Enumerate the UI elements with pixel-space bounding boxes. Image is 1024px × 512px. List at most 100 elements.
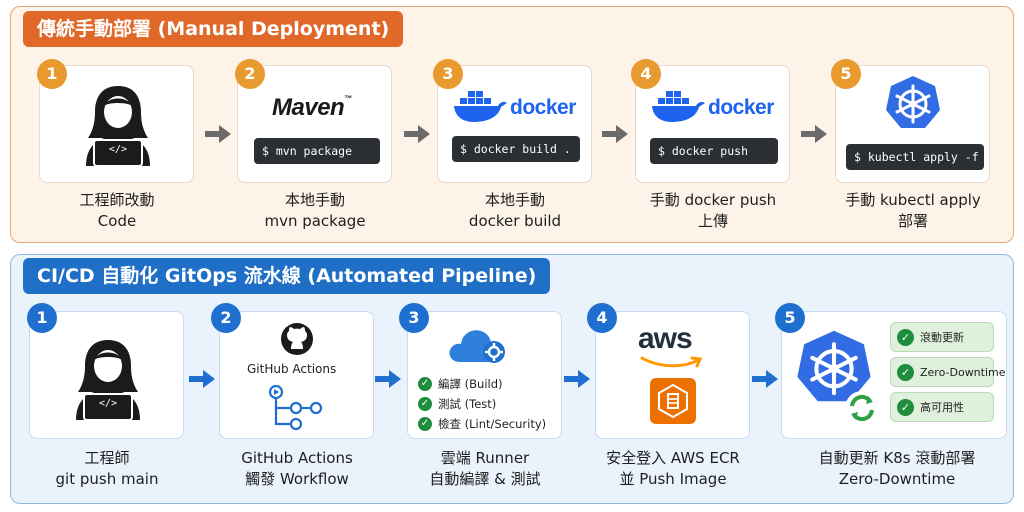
check-label: 測試 (Test) [438,397,497,411]
step-number: 5 [831,59,861,89]
arrow-right-icon [602,125,628,143]
code-glyph: </> [108,144,128,155]
badge-rolling-update: ✓ 滾動更新 [890,322,994,352]
caption-line: Code [97,212,137,230]
ecr-icon [650,378,696,424]
caption-line: 手動 docker push [649,191,777,209]
caption-line: 本地手動 [484,191,545,209]
aws-logo-text: aws [638,322,693,355]
step-number: 5 [775,303,805,333]
caption-line: git push main [55,470,159,488]
github-actions-label: GitHub Actions [247,362,337,376]
caption-line: docker build [468,212,562,230]
arrow-right-icon [205,125,231,143]
badge-label: Zero-Downtime [920,365,1006,379]
check-icon: ✓ [897,328,914,346]
step-number: 2 [211,303,241,333]
github-octocat-icon [281,323,313,355]
caption-line: 工程師 [84,449,130,467]
pipeline-panel-title: CI/CD 自動化 GitOps 流水線 (Automated Pipeline… [23,258,551,294]
caption-line: 雲端 Runner [440,449,530,467]
docker-logo-text: docker [510,96,576,119]
caption-line: 觸發 Workflow [245,470,349,488]
check-icon: ✓ [897,363,914,381]
caption-line: 自動編譯 & 測試 [429,470,541,488]
refresh-icon [845,391,879,425]
step-caption: 手動 kubectl apply 部署 [823,190,1003,232]
step-card-aws-ecr: aws [595,311,750,439]
badge-label: 高可用性 [920,401,964,414]
step-number: 4 [631,59,661,89]
kubernetes-icon [797,330,871,402]
caption-line: 工程師改動 [79,191,155,209]
badge-label: 滾動更新 [920,331,964,344]
step-caption: 工程師 git push main [17,448,197,490]
manual-deployment-panel: 傳統手動部署 (Manual Deployment) 1 </> 工程師改動 C… [10,6,1014,243]
aws-smile-icon [640,356,703,368]
step-number: 3 [433,59,463,89]
step-card-engineer-code: </> [39,65,194,183]
step-number: 1 [37,59,67,89]
step-card-kubectl: $ kubectl apply -f ... [835,65,1006,183]
step-caption: 雲端 Runner 自動編譯 & 測試 [395,448,575,490]
step-card-docker-push: docker $ docker push [635,65,790,183]
badge-zero-downtime: ✓ Zero-Downtime [890,357,1006,387]
caption-line: Zero-Downtime [838,470,956,488]
terminal-command: $ kubectl apply -f ... [846,144,1006,170]
docker-logo-text: docker [708,96,774,119]
step-card-git-push: </> [29,311,184,439]
step-caption: 自動更新 K8s 滾動部署 Zero-Downtime [797,448,997,490]
step-card-github-actions: GitHub Actions [219,311,374,439]
caption-line: mvn package [264,212,366,230]
automated-pipeline-panel: CI/CD 自動化 GitOps 流水線 (Automated Pipeline… [10,254,1014,504]
check-item: ✓ 檢查 (Lint/Security) [418,414,546,434]
step-card-docker-build: docker $ docker build . [437,65,592,183]
check-icon: ✓ [418,417,432,431]
caption-line: GitHub Actions [241,449,353,467]
arrow-right-icon [404,125,430,143]
check-item: ✓ 測試 (Test) [418,394,546,414]
check-list: ✓ 編譯 (Build) ✓ 測試 (Test) ✓ 檢查 (Lint/Securit… [418,374,546,434]
caption-line: 上傳 [697,212,728,230]
step-number: 1 [27,303,57,333]
badge-high-availability: ✓ 高可用性 [890,392,994,422]
step-number: 4 [587,303,617,333]
maven-logo: Maven™ [272,94,352,122]
check-icon: ✓ [897,398,914,416]
kubernetes-icon [886,76,940,128]
step-caption: 工程師改動 Code [27,190,207,232]
workflow-icon [268,384,323,431]
step-caption: 本地手動 mvn package [225,190,405,232]
caption-line: 並 Push Image [619,470,727,488]
check-icon: ✓ [418,377,432,391]
step-caption: 本地手動 docker build [425,190,605,232]
step-card-k8s-rollout: ✓ 滾動更新 ✓ Zero-Downtime ✓ 高可用性 [781,311,1007,439]
arrow-right-icon [801,125,827,143]
arrow-right-icon [564,370,590,388]
caption-line: 自動更新 K8s 滾動部署 [818,449,976,467]
check-item: ✓ 編譯 (Build) [418,374,546,394]
arrow-right-icon [752,370,778,388]
terminal-command: $ docker build . [452,136,580,162]
trademark-mark: ™ [344,94,352,103]
terminal-command: $ docker push [650,138,778,164]
engineer-laptop-icon [86,86,150,166]
cloud-gear-icon [449,330,505,363]
caption-line: 手動 kubectl apply [845,191,981,209]
terminal-command: $ mvn package [254,138,380,164]
check-label: 檢查 (Lint/Security) [438,417,547,431]
arrow-right-icon [375,370,401,388]
check-icon: ✓ [418,397,432,411]
docker-whale-icon [454,91,507,122]
engineer-laptop-icon [76,340,140,420]
step-number: 2 [235,59,265,89]
docker-whale-icon [652,91,705,122]
arrow-right-icon [189,370,215,388]
step-caption: 手動 docker push 上傳 [623,190,803,232]
code-glyph: </> [98,398,118,409]
maven-logo-text: Maven [272,94,345,121]
caption-line: 本地手動 [284,191,345,209]
step-card-maven: Maven™ $ mvn package [237,65,392,183]
check-label: 編譯 (Build) [438,377,503,391]
step-number: 3 [399,303,429,333]
